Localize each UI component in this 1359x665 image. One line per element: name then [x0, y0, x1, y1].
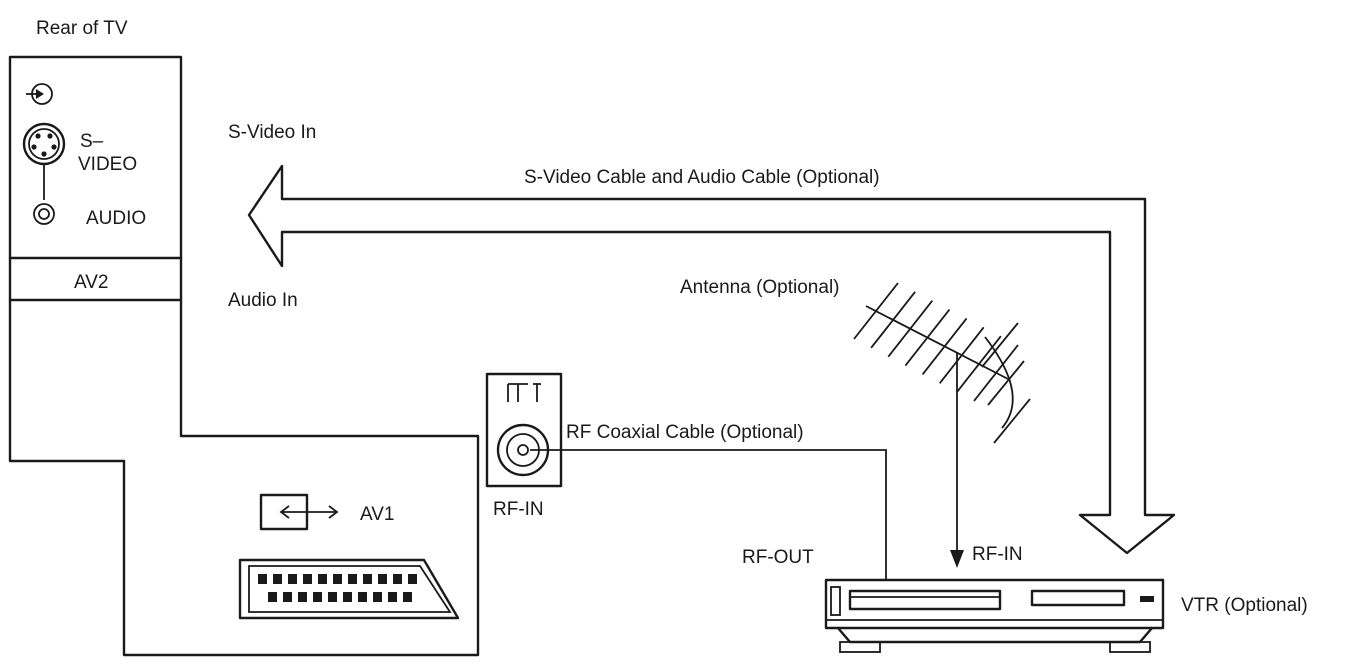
mini-din-icon[interactable] [22, 122, 66, 166]
scart-pin [298, 592, 307, 602]
rf-out-label: RF-OUT [742, 547, 814, 568]
svideo-audio-cable-arrow [247, 164, 1176, 555]
antenna-icon [853, 282, 1031, 568]
vtr-unit[interactable] [824, 578, 1165, 653]
scart-pin [408, 574, 417, 584]
double-arrow-icon [279, 505, 339, 519]
rca-jack-icon[interactable] [33, 203, 55, 225]
tv-rf-in-terminal[interactable] [485, 372, 563, 488]
antenna-label: Antenna (Optional) [680, 277, 840, 298]
antenna-element [904, 309, 951, 367]
scart-pin [268, 592, 277, 602]
scart-pin [388, 592, 397, 602]
antenna-element [973, 344, 1019, 402]
antenna-t-icon [507, 383, 541, 402]
scart-pins [258, 574, 417, 602]
s-video-label-top: S– [80, 131, 104, 152]
scart-pin [288, 574, 297, 584]
tv-rear-panel [8, 55, 480, 657]
scart-pin [333, 574, 342, 584]
scart-pin [403, 592, 412, 602]
s-video-in-label: S-Video In [228, 122, 316, 143]
antenna-element [921, 317, 968, 375]
rear-of-tv-label: Rear of TV [36, 18, 128, 39]
antenna-element [887, 300, 933, 358]
antenna-elements [853, 282, 1031, 444]
antenna-element [853, 282, 899, 340]
scart-pin [348, 574, 357, 584]
tv-rf-in-label: RF-IN [493, 499, 544, 520]
antenna-reflector [993, 398, 1031, 444]
av1-label: AV1 [360, 504, 395, 525]
antenna-element [870, 291, 916, 349]
audio-in-label: Audio In [228, 290, 298, 311]
scart-pin [343, 592, 352, 602]
input-arrow-icon [26, 83, 53, 105]
av1-switch[interactable] [259, 493, 339, 531]
scart-pin [363, 574, 372, 584]
antenna-reflector [987, 360, 1025, 406]
scart-pin [303, 574, 312, 584]
scart-pin [373, 592, 382, 602]
antenna-element [939, 326, 985, 384]
scart-pin [283, 592, 292, 602]
scart-pin [258, 574, 267, 584]
antenna-reflector [981, 322, 1019, 368]
vtr-label: VTR (Optional) [1181, 595, 1308, 616]
vtr-rf-in-label: RF-IN [972, 544, 1023, 565]
scart-pin [393, 574, 402, 584]
scart-pin [313, 592, 322, 602]
scart-pin [273, 574, 282, 584]
scart-pin [328, 592, 337, 602]
rf-coaxial-cable [530, 449, 887, 580]
scart-pin [318, 574, 327, 584]
antenna-element [956, 335, 1002, 393]
audio-label: AUDIO [86, 208, 146, 229]
scart-pin [378, 574, 387, 584]
av2-label: AV2 [74, 272, 109, 293]
s-video-label-bottom: VIDEO [78, 154, 137, 175]
scart-pin [358, 592, 367, 602]
rf-coaxial-cable-label: RF Coaxial Cable (Optional) [566, 422, 804, 443]
scart-connector-icon[interactable] [238, 558, 460, 620]
svideo-audio-cable-label: S-Video Cable and Audio Cable (Optional) [524, 167, 880, 188]
